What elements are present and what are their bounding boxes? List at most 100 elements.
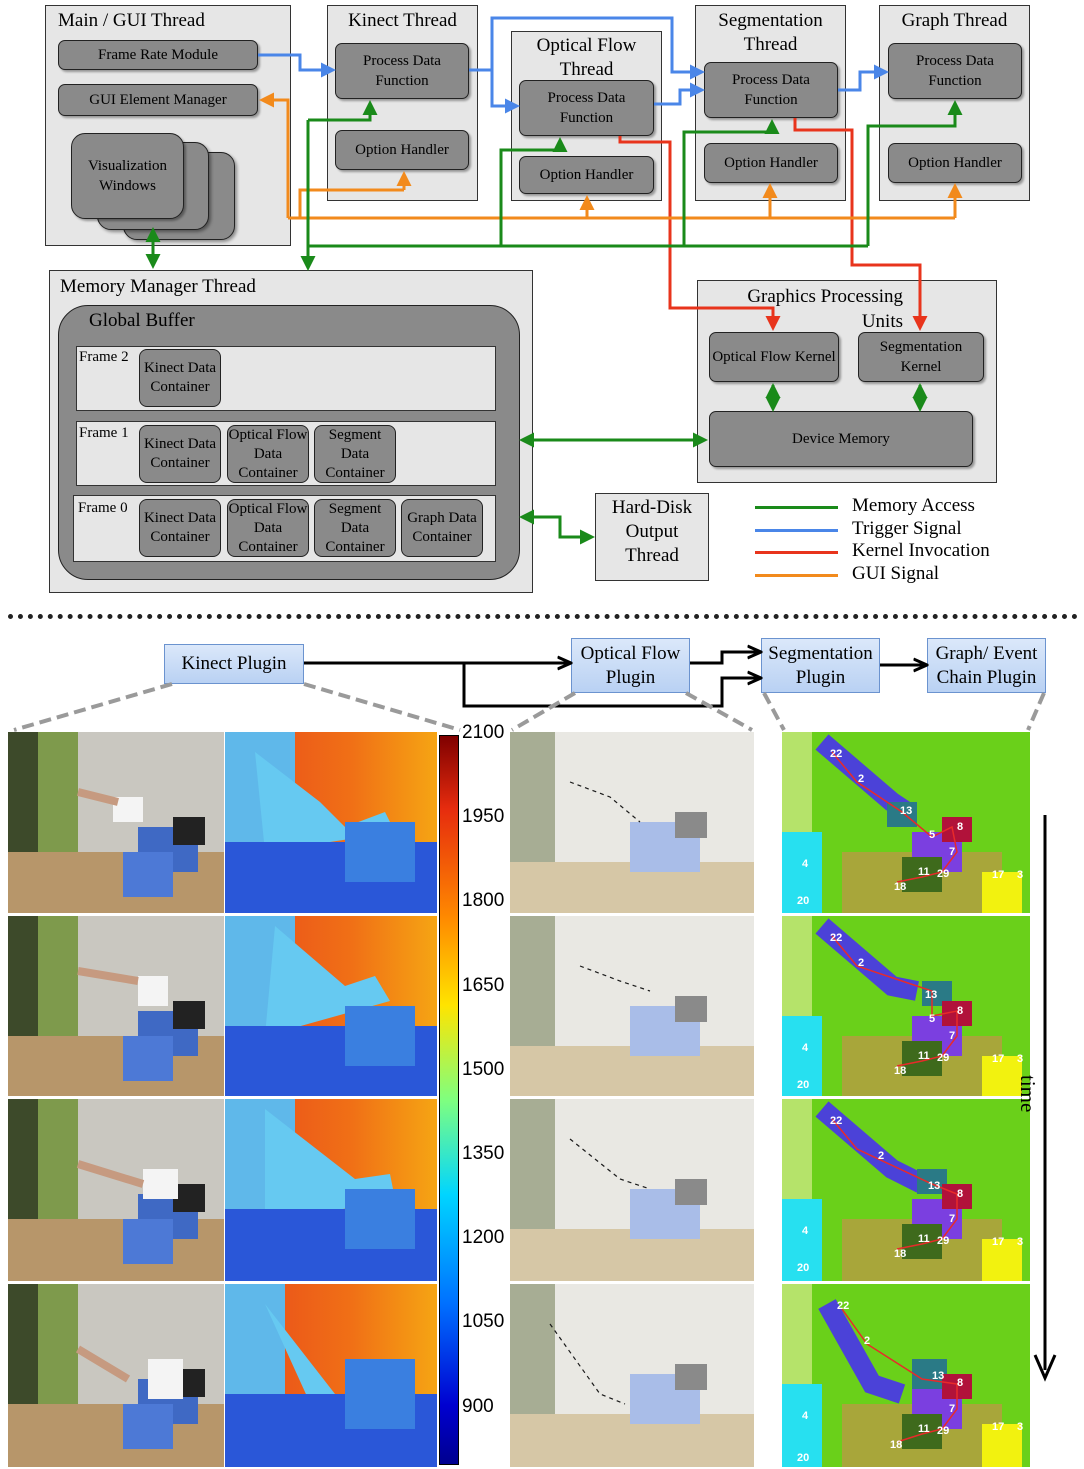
graph-node-label: 22 bbox=[830, 748, 842, 760]
depth-colorbar bbox=[439, 735, 459, 1465]
frame1-kinect-container: Kinect Data Container bbox=[139, 425, 221, 483]
graph-node-label: 22 bbox=[830, 932, 842, 944]
trigger-arrow-kinect-segmentation bbox=[490, 16, 705, 80]
graph-node-label: 2 bbox=[858, 957, 864, 969]
colorbar-tick: 1050 bbox=[462, 1311, 505, 1332]
graph-node-label: 18 bbox=[894, 1065, 906, 1077]
colorbar-tick: 1200 bbox=[462, 1227, 505, 1248]
graph-node-label: 4 bbox=[802, 1225, 809, 1237]
graph-node-label: 29 bbox=[937, 1425, 949, 1437]
rgb-frame bbox=[8, 916, 224, 1096]
frame1-optical-container: Optical Flow Data Container bbox=[227, 425, 309, 483]
depth-frame bbox=[225, 1284, 437, 1467]
graph-node-label: 29 bbox=[937, 1052, 949, 1064]
frame-1-label: Frame 1 bbox=[79, 425, 129, 441]
frame0-segment-container: Segment Data Container bbox=[314, 499, 396, 557]
gui-element-manager: GUI Element Manager bbox=[58, 84, 258, 116]
global-buffer-title: Global Buffer bbox=[89, 310, 195, 331]
graph-node-label: 3 bbox=[1017, 1421, 1023, 1433]
legend-swatch-kernel bbox=[755, 551, 838, 554]
graph-node-label: 20 bbox=[797, 1262, 809, 1274]
segmentation-frame: 22 2 13 5 8 7 11 29 18 17 3 4 20 bbox=[782, 916, 1030, 1096]
optical-frame bbox=[510, 1284, 754, 1467]
zoom-line-kinect-left bbox=[13, 682, 173, 732]
legend-swatch-gui bbox=[755, 574, 838, 577]
colorbar-tick: 1650 bbox=[462, 975, 505, 996]
graph-node-label: 11 bbox=[918, 866, 930, 878]
zoom-line-kinect-right bbox=[303, 682, 461, 732]
graph-node-label: 11 bbox=[918, 1233, 930, 1245]
section-separator bbox=[8, 614, 1078, 619]
trigger-arrow-segmentation-graph bbox=[838, 64, 889, 92]
harddisk-output-thread: Hard-Disk Output Thread bbox=[595, 493, 709, 581]
colorbar-tick: 1950 bbox=[462, 806, 505, 827]
depth-frame bbox=[225, 732, 437, 913]
trigger-arrow-optical-segmentation bbox=[654, 82, 705, 106]
graph-node-label: 18 bbox=[894, 881, 906, 893]
visualization-windows-label: Visualization Windows bbox=[87, 158, 168, 194]
graph-node-label: 4 bbox=[802, 1042, 809, 1054]
flow-arrow-kinect-segmentation bbox=[462, 663, 758, 708]
main-gui-thread-title: Main / GUI Thread bbox=[58, 10, 205, 31]
device-memory: Device Memory bbox=[709, 411, 973, 467]
legend-swatch-memory bbox=[755, 506, 838, 509]
graph-node-label: 8 bbox=[957, 1377, 963, 1389]
memory-arrow-kinect-process bbox=[308, 100, 378, 122]
graph-node-label: 2 bbox=[878, 1150, 884, 1162]
frame-0-label: Frame 0 bbox=[78, 500, 128, 516]
zoom-line-optical-left bbox=[510, 691, 577, 732]
graph-node-label: 13 bbox=[928, 1180, 940, 1192]
graph-thread-title: Graph Thread bbox=[901, 10, 1008, 31]
graph-node-label: 20 bbox=[797, 1079, 809, 1091]
graph-node-label: 3 bbox=[1017, 1236, 1023, 1248]
memory-arrow-optical-process bbox=[499, 137, 568, 246]
memory-arrow-graph-process bbox=[866, 100, 963, 246]
segmentation-thread-title: Segmentation Thread bbox=[718, 10, 823, 55]
memory-manager-thread-title: Memory Manager Thread bbox=[60, 276, 256, 297]
graph-node-label: 22 bbox=[830, 1115, 842, 1127]
graph-node-label: 2 bbox=[864, 1335, 870, 1347]
frame0-kinect-container: Kinect Data Container bbox=[139, 499, 221, 557]
graph-node-label: 4 bbox=[802, 1410, 809, 1422]
frame0-optical-container: Optical Flow Data Container bbox=[227, 499, 309, 557]
time-arrow bbox=[1033, 815, 1057, 1382]
connector-arrows bbox=[145, 16, 963, 545]
colorbar-tick: 1350 bbox=[462, 1143, 505, 1164]
graph-node-label: 29 bbox=[937, 1235, 949, 1247]
colorbar-tick: 1500 bbox=[462, 1059, 505, 1080]
kinect-option-handler: Option Handler bbox=[335, 130, 469, 170]
legend-label-gui: GUI Signal bbox=[852, 563, 940, 584]
legend-swatch-trigger bbox=[755, 529, 838, 532]
zoom-line-seg-left bbox=[762, 692, 786, 731]
depth-frames-column bbox=[225, 732, 437, 1467]
kinect-process-data-function: Process Data Function bbox=[335, 43, 469, 99]
legend-label-trigger: Trigger Signal bbox=[852, 518, 962, 539]
graph-node-label: 13 bbox=[932, 1370, 944, 1382]
segmentation-frame: 22 2 13 8 7 11 29 18 17 3 4 20 bbox=[782, 1099, 1030, 1281]
graph-node-label: 17 bbox=[992, 869, 1004, 881]
harddisk-output-thread-title: Hard-Disk Output Thread bbox=[611, 497, 693, 566]
rgb-frame bbox=[8, 732, 224, 913]
graph-node-label: 7 bbox=[949, 846, 955, 858]
graph-node-label: 20 bbox=[797, 895, 809, 907]
trigger-arrow-framerate-kinect bbox=[258, 53, 336, 78]
gpu-title: Graphics Processing Units bbox=[747, 286, 903, 332]
optical-flow-thread-title: Optical Flow Thread bbox=[536, 35, 637, 80]
graph-node-label: 3 bbox=[1017, 869, 1023, 881]
graph-node-label: 20 bbox=[797, 1452, 809, 1464]
graph-node-label: 13 bbox=[900, 805, 912, 817]
graph-node-label: 8 bbox=[957, 821, 963, 833]
optical-frame bbox=[510, 1099, 754, 1281]
plugin-flow-arrows bbox=[13, 620, 1046, 732]
graph-node-label: 11 bbox=[918, 1423, 930, 1435]
memory-arrow-harddisk bbox=[524, 515, 595, 545]
graph-node-label: 5 bbox=[929, 829, 935, 841]
kernel-arrow-segmentation bbox=[793, 118, 928, 331]
legend: Memory Access Trigger Signal Kernel Invo… bbox=[755, 495, 1055, 589]
segmentation-frame: 22 2 13 8 7 11 29 18 17 3 4 20 bbox=[782, 1284, 1030, 1467]
rgb-frame bbox=[8, 1099, 224, 1281]
graph-node-label: 7 bbox=[949, 1213, 955, 1225]
graph-node-label: 11 bbox=[918, 1050, 930, 1062]
frame2-kinect-container: Kinect Data Container bbox=[139, 349, 221, 407]
legend-label-kernel: Kernel Invocation bbox=[852, 540, 990, 561]
